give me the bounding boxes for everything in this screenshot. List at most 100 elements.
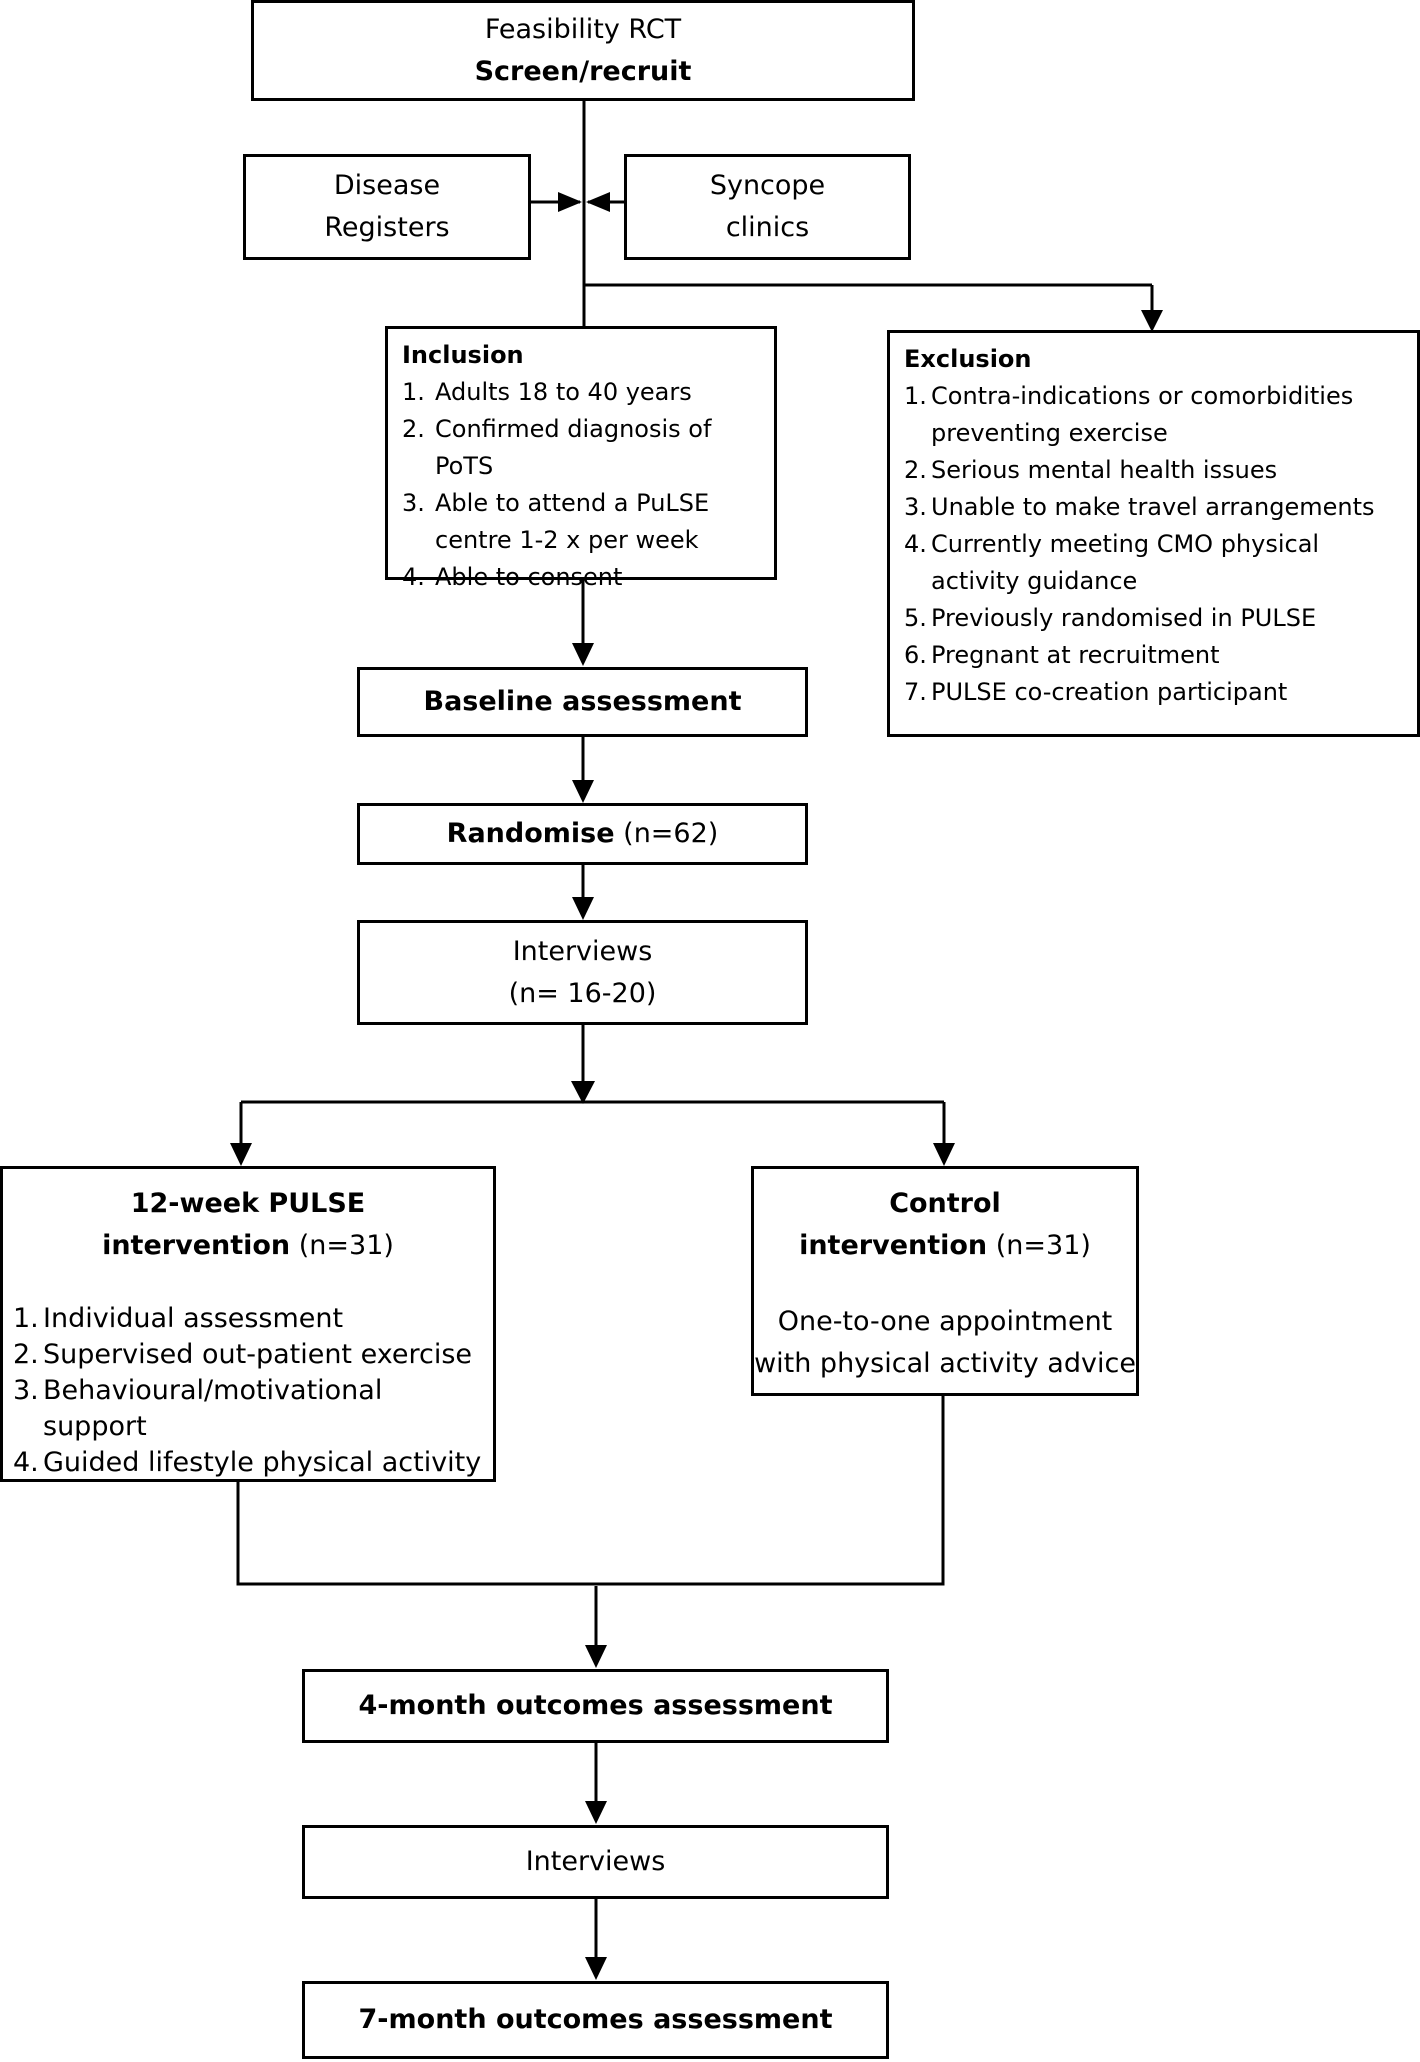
item-text: Adults 18 to 40 years bbox=[435, 378, 692, 406]
arrowhead-interviews2 bbox=[585, 1801, 607, 1824]
pulse-title: 12-week PULSE intervention (n=31) bbox=[3, 1169, 493, 1267]
control-body-line2: with physical activity advice bbox=[754, 1348, 1136, 1379]
registers-line1: Disease bbox=[333, 170, 441, 201]
arrowhead-baseline bbox=[572, 643, 594, 666]
top-subtitle: Screen/recruit bbox=[474, 55, 692, 87]
merge-right bbox=[595, 1394, 945, 1586]
control-count: (n=31) bbox=[995, 1230, 1091, 1261]
item-text: Supervised out-patient exercise bbox=[43, 1339, 473, 1370]
list-item: 2.Serious mental health issues bbox=[904, 452, 1403, 489]
item-text: Pregnant at recruitment bbox=[931, 641, 1220, 669]
item-number: 1. bbox=[904, 382, 927, 410]
list-item: 3.Unable to make travel arrangements bbox=[904, 489, 1403, 526]
randomise-box: Randomise (n=62) bbox=[357, 803, 808, 865]
pulse-components-list: 1.Individual assessment 2.Supervised out… bbox=[3, 1301, 493, 1481]
item-number: 3. bbox=[402, 489, 425, 517]
item-number: 4. bbox=[13, 1447, 39, 1478]
exclusion-heading: Exclusion bbox=[904, 345, 1032, 373]
item-number: 5. bbox=[904, 604, 927, 632]
item-text: Able to consent bbox=[435, 563, 623, 591]
control-body-line1: One-to-one appointment bbox=[777, 1306, 1113, 1337]
item-text: Individual assessment bbox=[43, 1303, 344, 1334]
control-intervention-label: intervention bbox=[799, 1230, 988, 1261]
disease-registers-box: Disease Registers bbox=[243, 154, 531, 260]
item-text: Serious mental health issues bbox=[931, 456, 1278, 484]
item-number: 4. bbox=[402, 563, 425, 591]
control-title-line1: Control bbox=[889, 1188, 1001, 1219]
list-item: 1. Adults 18 to 40 years bbox=[402, 374, 760, 411]
randomise-label: Randomise (n=62) bbox=[447, 813, 719, 855]
item-number: 1. bbox=[402, 378, 425, 406]
outcome4-label: 4-month outcomes assessment bbox=[358, 1690, 833, 1721]
outcome7-label: 7-month outcomes assessment bbox=[358, 2004, 833, 2035]
baseline-label: Baseline assessment bbox=[423, 686, 742, 717]
item-number: 1. bbox=[13, 1303, 39, 1334]
exclusion-box: Exclusion 1.Contra-indications or comorb… bbox=[887, 330, 1420, 737]
item-number: 2. bbox=[904, 456, 927, 484]
list-item: 3.Behavioural/motivational support bbox=[13, 1373, 483, 1445]
list-item: 7.PULSE co-creation participant bbox=[904, 674, 1403, 711]
arrowhead-registers bbox=[558, 192, 582, 212]
control-intervention-box: Control intervention (n=31) One-to-one a… bbox=[751, 1166, 1139, 1396]
pulse-title-line1: 12-week PULSE bbox=[130, 1188, 366, 1219]
list-item: 5.Previously randomised in PULSE bbox=[904, 600, 1403, 637]
item-number: 2. bbox=[402, 415, 425, 443]
list-item: 1.Individual assessment bbox=[13, 1301, 483, 1337]
item-text: Unable to make travel arrangements bbox=[931, 493, 1375, 521]
arrowhead-interviews bbox=[572, 897, 594, 920]
arrowhead-outcome7 bbox=[585, 1957, 607, 1980]
control-title: Control intervention (n=31) bbox=[754, 1169, 1136, 1267]
pulse-count: (n=31) bbox=[298, 1230, 394, 1261]
control-title-line2: intervention (n=31) bbox=[754, 1225, 1136, 1267]
list-item: 6.Pregnant at recruitment bbox=[904, 637, 1403, 674]
arrowhead-exclusion bbox=[1141, 310, 1163, 332]
inclusion-heading: Inclusion bbox=[402, 341, 524, 369]
list-item: 4. Able to consent bbox=[402, 559, 760, 596]
list-item: 1.Contra-indications or comorbidities pr… bbox=[904, 378, 1403, 452]
exclusion-list: 1.Contra-indications or comorbidities pr… bbox=[904, 378, 1403, 711]
randomise-title: Randomise bbox=[446, 818, 615, 849]
control-description: One-to-one appointment with physical act… bbox=[754, 1301, 1136, 1385]
item-text: Guided lifestyle physical activity bbox=[43, 1447, 482, 1478]
interviews2-label: Interviews bbox=[525, 1846, 666, 1877]
list-item: 3. Able to attend a PuLSE centre 1-2 x pe… bbox=[402, 485, 760, 559]
randomise-count: (n=62) bbox=[623, 818, 719, 849]
interviews-title: Interviews bbox=[512, 935, 653, 967]
arrowhead-outcome4 bbox=[585, 1645, 607, 1668]
list-item: 2.Supervised out-patient exercise bbox=[13, 1337, 483, 1373]
item-number: 2. bbox=[13, 1339, 39, 1370]
clinics-line2: clinics bbox=[725, 212, 810, 243]
item-text: Previously randomised in PULSE bbox=[931, 604, 1317, 632]
pulse-title-line2: intervention (n=31) bbox=[3, 1225, 493, 1267]
clinics-line1: Syncope bbox=[709, 170, 826, 201]
feasibility-rct-box: Feasibility RCT Screen/recruit bbox=[251, 0, 915, 101]
inclusion-box: Inclusion 1. Adults 18 to 40 years 2. Conf… bbox=[385, 326, 777, 591]
interviews-followup-box: Interviews bbox=[302, 1825, 889, 1899]
list-item: 4.Guided lifestyle physical activity bbox=[13, 1445, 483, 1481]
baseline-assessment-box: Baseline assessment bbox=[357, 667, 808, 737]
arrowhead-split bbox=[571, 1081, 595, 1104]
arrowhead-pulse-arm bbox=[230, 1143, 252, 1166]
item-number: 3. bbox=[13, 1375, 39, 1406]
item-number: 7. bbox=[904, 678, 927, 706]
pulse-intervention-label: intervention bbox=[102, 1230, 291, 1261]
item-number: 3. bbox=[904, 493, 927, 521]
top-title: Feasibility RCT bbox=[484, 13, 682, 45]
outcome-4month-box: 4-month outcomes assessment bbox=[302, 1669, 889, 1743]
inclusion-list: 1. Adults 18 to 40 years 2. Confirmed diag… bbox=[402, 374, 760, 596]
item-text: Behavioural/motivational support bbox=[43, 1375, 383, 1442]
arrowhead-clinics bbox=[586, 192, 610, 212]
pulse-intervention-box: 12-week PULSE intervention (n=31) 1.Indi… bbox=[0, 1166, 496, 1482]
outcome-7month-box: 7-month outcomes assessment bbox=[302, 1981, 889, 2059]
syncope-clinics-box: Syncope clinics bbox=[624, 154, 911, 260]
arrowhead-randomise bbox=[572, 780, 594, 803]
item-text: Confirmed diagnosis of PoTS bbox=[435, 415, 712, 480]
interviews-count: (n= 16-20) bbox=[508, 977, 657, 1009]
item-text: PULSE co-creation participant bbox=[931, 678, 1288, 706]
item-text: Currently meeting CMO physical activity … bbox=[931, 530, 1320, 595]
list-item: 4.Currently meeting CMO physical activit… bbox=[904, 526, 1403, 600]
registers-line2: Registers bbox=[324, 212, 450, 243]
item-text: Able to attend a PuLSE centre 1-2 x per … bbox=[435, 489, 710, 554]
